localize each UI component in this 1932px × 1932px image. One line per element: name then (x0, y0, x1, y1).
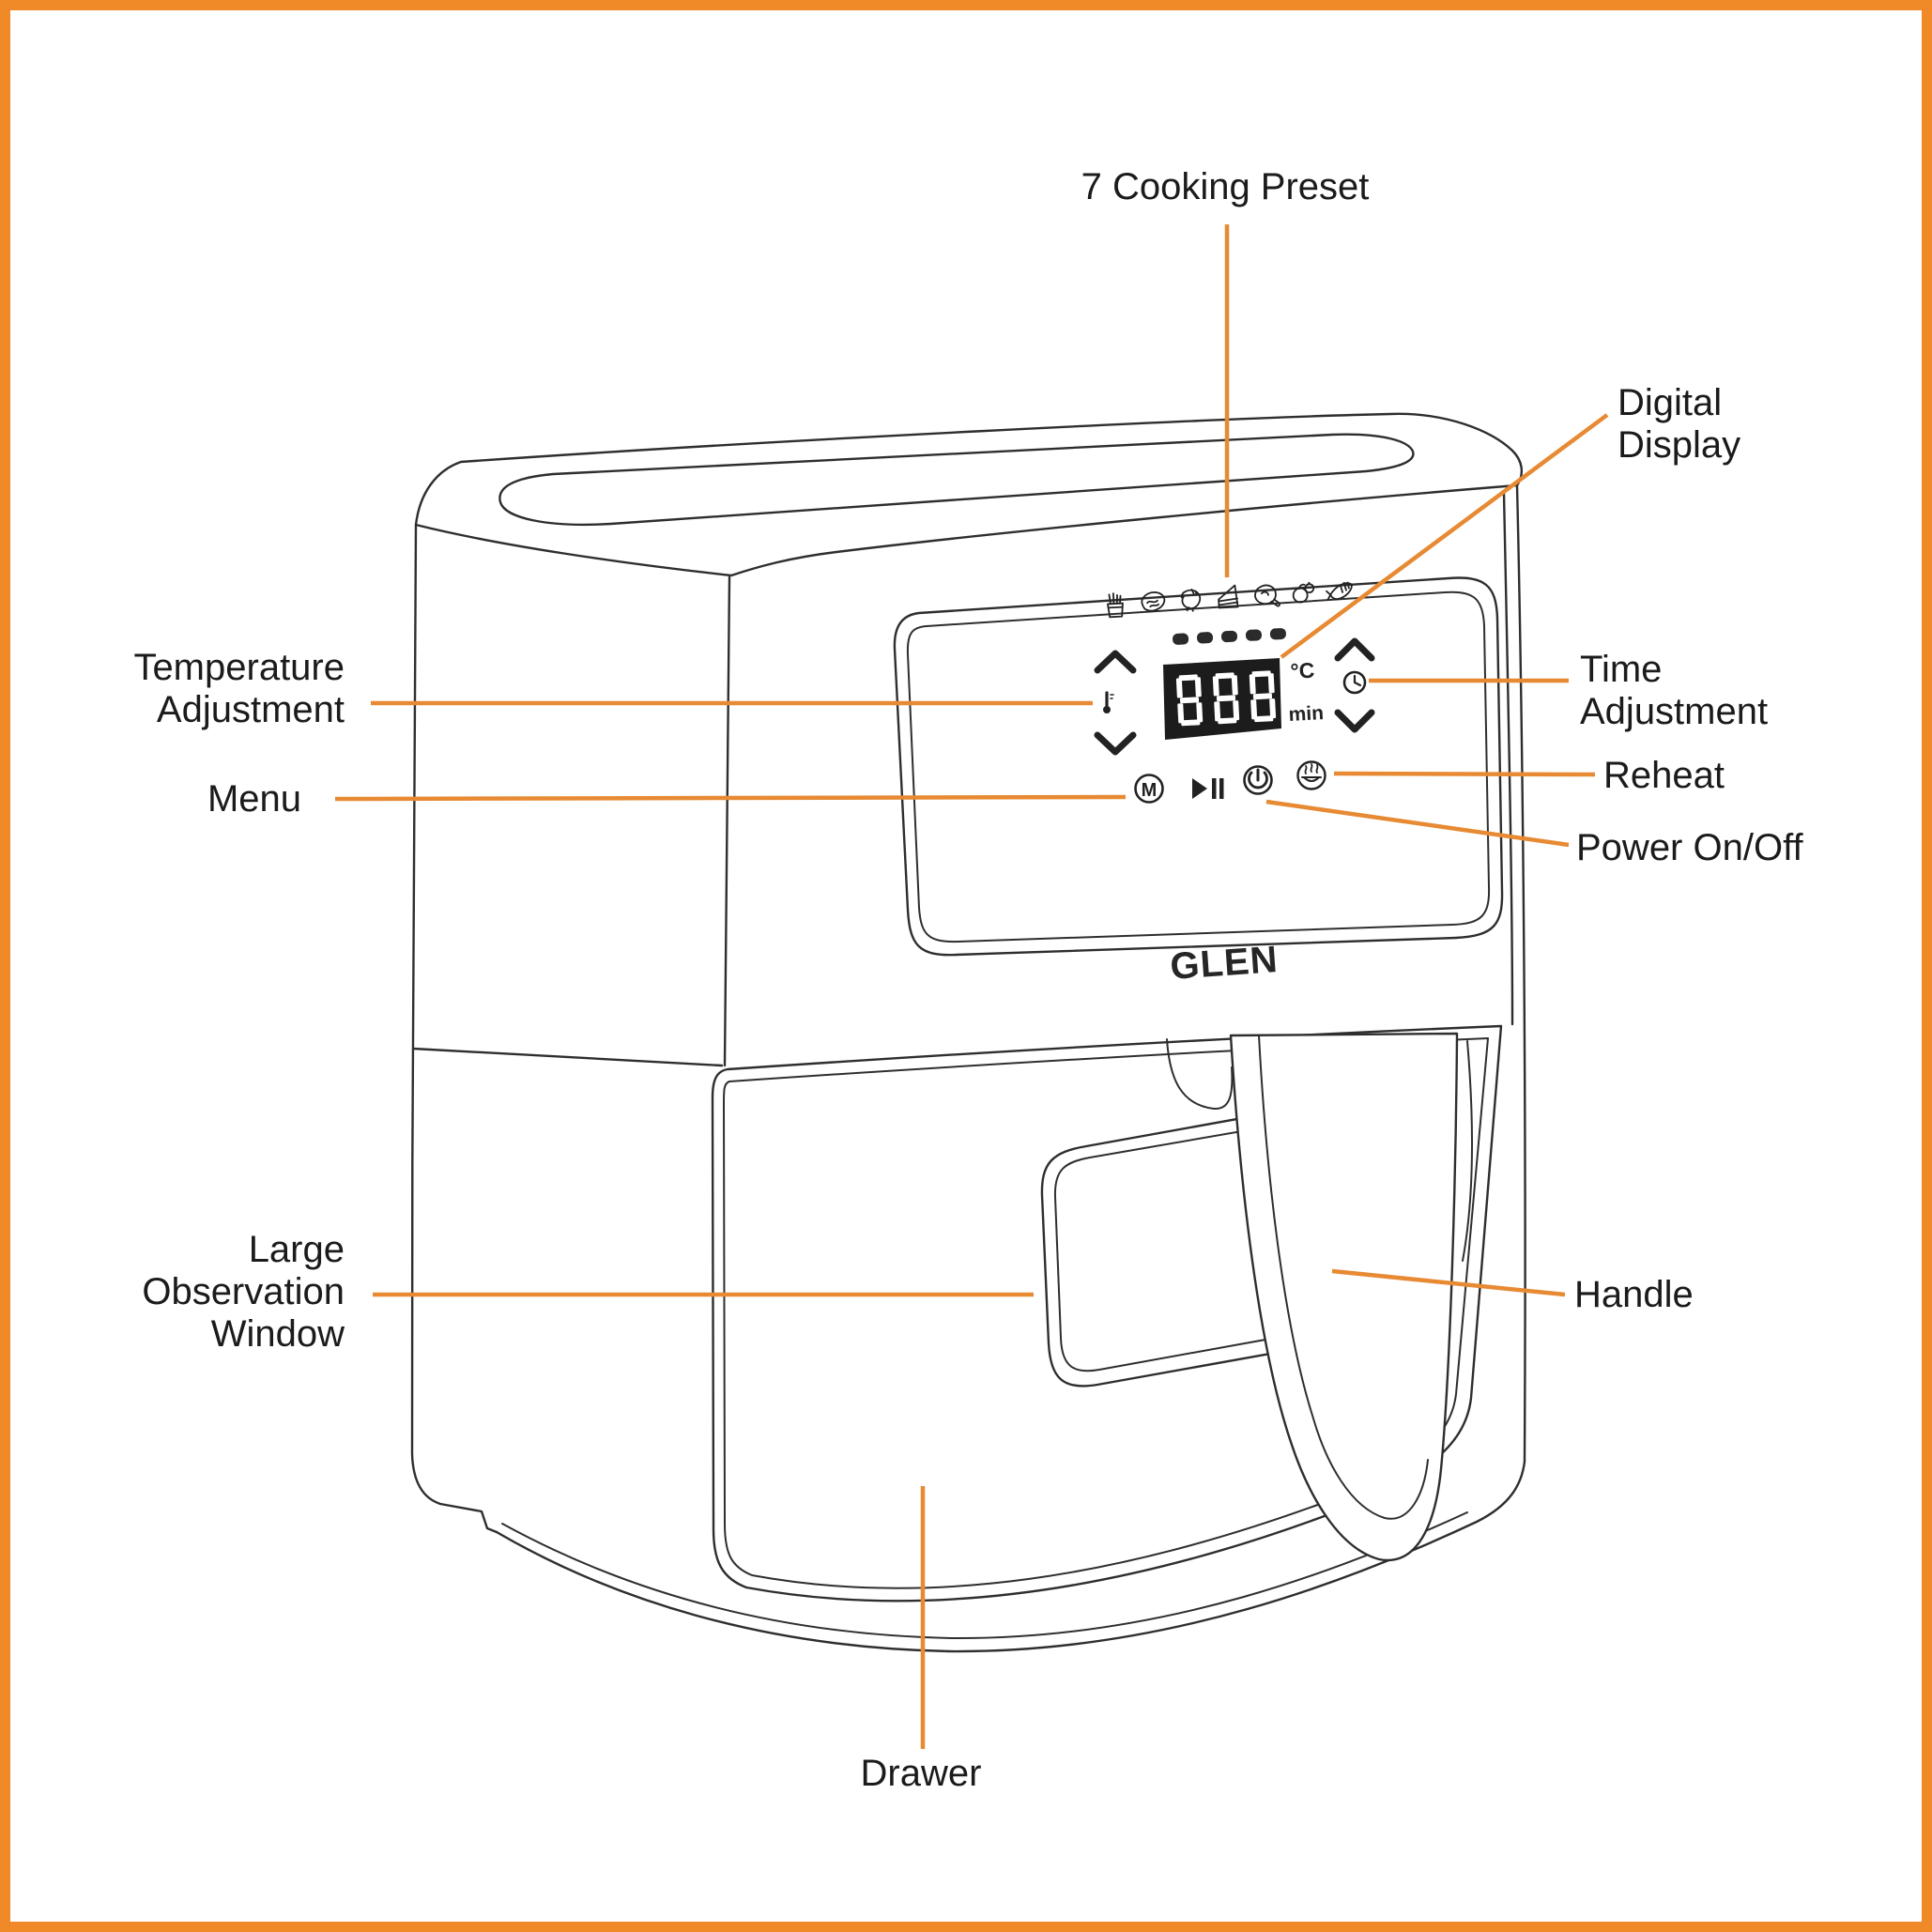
label-digital-display: Digital Display (1618, 382, 1740, 467)
leader-handle (1331, 1268, 1566, 1297)
thermometer-icon (1103, 691, 1114, 713)
fryer-right-outer-edge (1515, 483, 1526, 1464)
fryer-top-lid-recess (498, 433, 1415, 527)
label-menu: Menu (207, 778, 301, 820)
temp-up-icon[interactable] (1094, 650, 1137, 674)
preset-indicator-dashes (1173, 628, 1286, 645)
air-fryer-line-art: °C min M (334, 224, 1609, 1749)
temp-down-icon[interactable] (1094, 731, 1137, 756)
label-temperature-line1: Temperature (133, 647, 345, 688)
brand-logo: GLEN (1169, 939, 1280, 988)
preset-shrimp-icon (1180, 589, 1202, 612)
label-power-on-off: Power On/Off (1576, 827, 1803, 869)
display-temp-unit: °C (1290, 658, 1315, 683)
fryer-bottom-band-outer (495, 1460, 1526, 1653)
label-observation-window: Large Observation Window (142, 1229, 345, 1357)
label-cooking-preset: 7 Cooking Preset (1081, 166, 1370, 208)
label-time-line2: Adjustment (1580, 691, 1769, 733)
preset-chicken-icon (1254, 584, 1280, 607)
control-panel-frame-inner (906, 590, 1491, 943)
label-handle-text: Handle (1574, 1274, 1694, 1315)
menu-button-glyph: M (1142, 780, 1158, 801)
display-seven-segment-digits (1175, 670, 1277, 727)
fryer-front-left-corner (723, 575, 731, 1067)
label-drawer: Drawer (861, 1753, 982, 1795)
control-panel-frame-outer (893, 576, 1504, 957)
label-window-line3: Window (210, 1313, 345, 1356)
label-reheat-text: Reheat (1603, 755, 1725, 796)
label-handle: Handle (1574, 1274, 1694, 1316)
preset-meat-icon (1141, 591, 1166, 612)
label-menu-text: Menu (207, 778, 301, 820)
fryer-body-seam (411, 1047, 724, 1067)
handle-mount-notch (1166, 1038, 1234, 1111)
preset-fish-icon (1326, 581, 1353, 601)
label-time-line1: Time (1580, 649, 1663, 690)
label-reheat: Reheat (1603, 755, 1725, 797)
fryer-bottom-band-inner (501, 1511, 1468, 1640)
reheat-button[interactable] (1296, 760, 1326, 790)
label-temperature-adjustment: Temperature Adjustment (133, 647, 345, 731)
label-time-adjustment: Time Adjustment (1580, 649, 1768, 733)
time-up-icon[interactable] (1334, 637, 1375, 662)
leader-digital-display (1280, 413, 1609, 659)
leader-power (1265, 799, 1570, 848)
clock-icon (1342, 670, 1367, 695)
fryer-right-inner-edge (1502, 491, 1514, 1026)
fryer-top-face (414, 412, 1524, 577)
label-digital-display-line1: Digital (1618, 382, 1723, 423)
time-down-icon[interactable] (1334, 709, 1375, 733)
drawer-handle-inner-line (1258, 1035, 1429, 1520)
label-cooking-preset-text: 7 Cooking Preset (1081, 166, 1370, 207)
label-digital-display-line2: Display (1618, 424, 1741, 467)
power-button[interactable] (1243, 765, 1273, 795)
handle-recess-line (1462, 1040, 1474, 1262)
preset-french-fries-icon (1107, 592, 1124, 619)
menu-button[interactable]: M (1134, 774, 1164, 804)
label-power-text: Power On/Off (1576, 827, 1803, 868)
preset-vegetables-icon (1292, 581, 1315, 604)
drawer-handle (1229, 1032, 1459, 1562)
fryer-left-edge (410, 523, 498, 1534)
display-time-unit: min (1288, 702, 1324, 726)
leader-menu (334, 794, 1127, 802)
label-window-line1: Large (248, 1229, 345, 1270)
label-temperature-line2: Adjustment (156, 689, 345, 731)
label-window-line2: Observation (142, 1271, 345, 1313)
label-drawer-text: Drawer (860, 1753, 982, 1794)
preset-cake-icon (1218, 584, 1239, 609)
play-pause-button[interactable] (1192, 778, 1224, 799)
